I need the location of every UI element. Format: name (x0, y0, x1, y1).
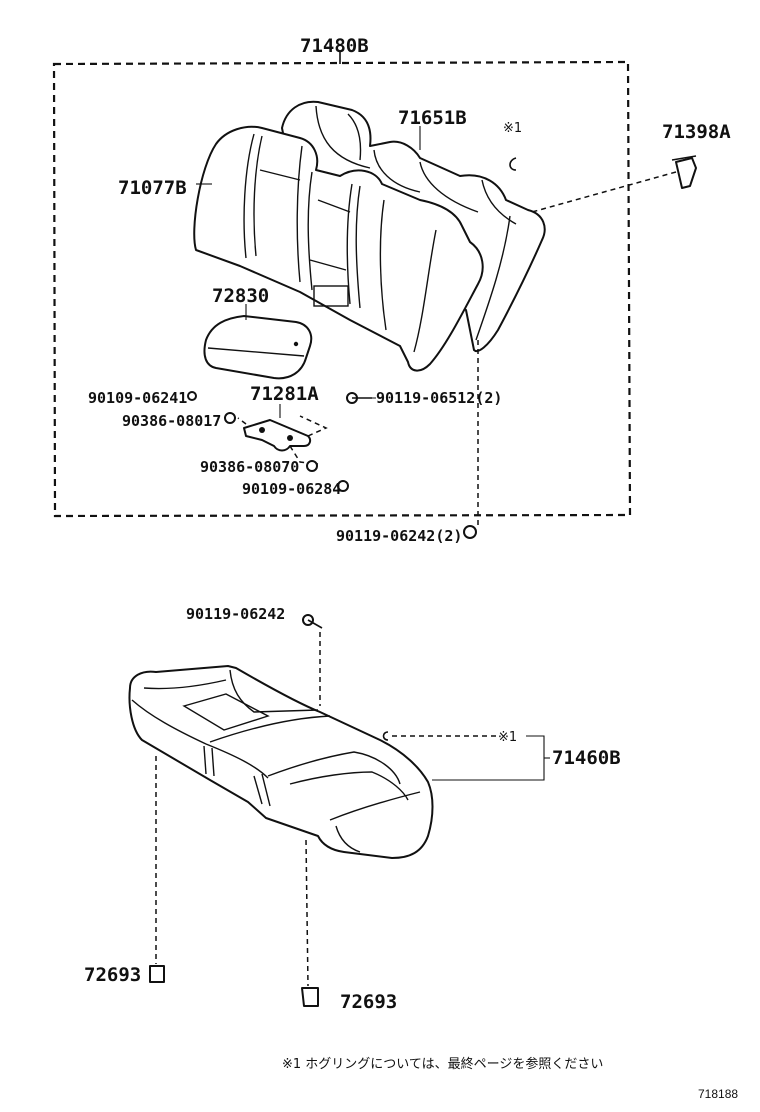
label-hook-right: 72693 (340, 991, 397, 1013)
label-clip: 71398A (662, 121, 731, 143)
label-hook-left: 72693 (84, 964, 141, 986)
hog-ring-mark-top (509, 157, 517, 171)
label-bolt-e: 90119-06242 (186, 605, 285, 623)
seat-cushion-drawing (128, 665, 434, 859)
clip-71398a-drawing (531, 155, 697, 213)
seat-back-assembly-boundary (52, 52, 632, 518)
label-nut-b: 90386-08070 (200, 458, 299, 476)
leaders-back (196, 126, 421, 399)
label-note-mark-top: ※1 (503, 121, 522, 136)
fastener-glyphs-back (187, 391, 477, 539)
seat-back-pad-drawing (193, 125, 484, 372)
hinge-drawing (237, 404, 328, 465)
label-bolt-c: 90109-06284 (242, 480, 341, 498)
figure-number: 718188 (698, 1087, 738, 1101)
armrest-drawing (203, 315, 313, 380)
label-bolt-a: 90109-06241 (88, 389, 187, 407)
label-hinge: 71281A (250, 383, 319, 405)
footnote: ※1 ホグリングについては、最終ページを参照ください (282, 1056, 603, 1072)
label-bolt-b: 90119-06512(2) (376, 389, 502, 407)
cushion-fasteners (149, 614, 496, 1007)
label-bolt-d: 90119-06242(2) (336, 527, 462, 545)
label-armrest: 72830 (212, 285, 269, 307)
label-cushion-assy: 71460B (552, 747, 621, 769)
label-note-mark-cushion: ※1 (498, 730, 517, 745)
label-seat-back-assy: 71480B (300, 35, 369, 57)
label-seat-back-pad: 71077B (118, 177, 187, 199)
label-nut-a: 90386-08017 (122, 412, 221, 430)
cushion-assy-bracket (432, 735, 550, 781)
label-seat-back-cover: 71651B (398, 107, 467, 129)
